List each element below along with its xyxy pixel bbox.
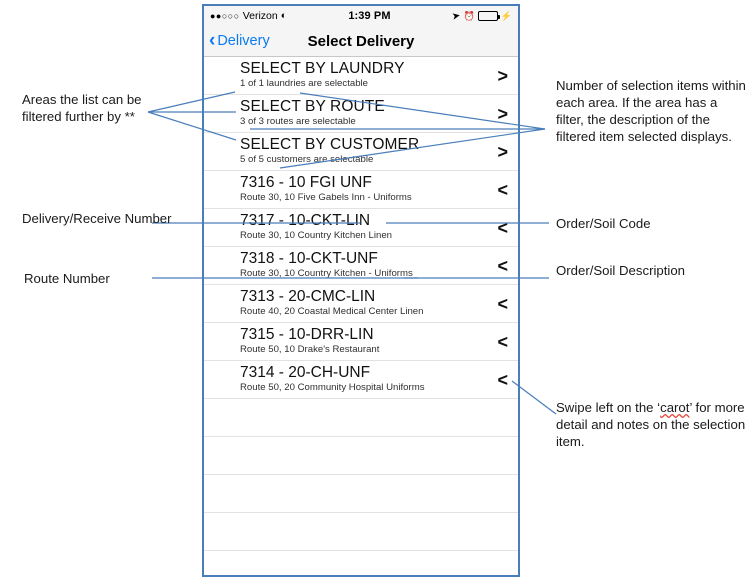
status-bar-clock: 1:39 PM <box>348 10 391 22</box>
chevron-left-icon[interactable]: < <box>497 217 508 238</box>
filter-section-title: SELECT BY CUSTOMER <box>240 136 420 154</box>
delivery-route-description: Route 50, 10 Drake's Restaurant <box>240 344 380 356</box>
annotation-filter-areas: Areas the list can be filtered further b… <box>22 92 146 124</box>
annotation-swipe-misspelled-word: carot <box>660 400 690 415</box>
empty-list-row <box>204 551 518 575</box>
delivery-number-title: 7315 - 10-DRR-LIN <box>240 326 374 344</box>
annotation-delivery-number: Delivery/Receive Number <box>22 211 172 226</box>
delivery-route-description: Route 50, 20 Community Hospital Uniforms <box>240 382 425 394</box>
empty-list-row <box>204 399 518 437</box>
back-button[interactable]: ‹ Delivery <box>204 29 270 51</box>
filter-section-count: 3 of 3 routes are selectable <box>240 116 356 128</box>
annotation-selection-count: Number of selection items within each ar… <box>556 78 750 144</box>
wifi-icon: ◐ <box>280 10 287 21</box>
chevron-right-icon[interactable]: > <box>497 141 508 162</box>
filter-section-title: SELECT BY LAUNDRY <box>240 60 405 78</box>
annotation-swipe-left: Swipe left on the ‘carot’ for more detai… <box>556 400 748 451</box>
annotation-order-code: Order/Soil Code <box>556 216 651 231</box>
empty-list-row <box>204 513 518 551</box>
carrier-label: Verizon <box>242 10 278 22</box>
delivery-number-title: 7313 - 20-CMC-LIN <box>240 288 376 306</box>
annotation-order-description: Order/Soil Description <box>556 263 685 278</box>
annotation-swipe-text-1: Swipe left on the ‘ <box>556 400 661 415</box>
chevron-left-icon[interactable]: < <box>497 293 508 314</box>
signal-strength-icon: ●●○○○ <box>210 11 240 21</box>
annotation-route-number: Route Number <box>24 271 110 286</box>
chevron-left-icon[interactable]: < <box>497 369 508 390</box>
navigation-bar: ‹ Delivery Select Delivery <box>204 26 518 57</box>
delivery-number-title: 7316 - 10 FGI UNF <box>240 174 372 192</box>
filter-section-count: 5 of 5 customers are selectable <box>240 154 374 166</box>
back-button-label: Delivery <box>217 33 270 49</box>
delivery-number-title: 7317 - 10-CKT-LIN <box>240 212 371 230</box>
delivery-route-description: Route 30, 10 Country Kitchen Linen <box>240 230 393 242</box>
chevron-left-icon[interactable]: < <box>497 255 508 276</box>
battery-icon <box>477 11 500 21</box>
annotation-swipe-text-2: ’ for more detail and notes on the selec… <box>556 400 749 449</box>
delivery-route-description: Route 30, 10 Five Gabels Inn - Uniforms <box>240 192 412 204</box>
chevron-left-icon[interactable]: < <box>497 179 508 200</box>
phone-screen-frame: ●●○○○ Verizon ◐ 1:39 PM ➤ ⏰ ⚡ ‹ Delivery… <box>202 4 520 577</box>
status-bar-right: ➤ ⏰ ⚡ <box>451 9 512 23</box>
delivery-number-title: 7314 - 20-CH-UNF <box>240 364 371 382</box>
chevron-left-icon: ‹ <box>209 29 216 51</box>
filter-section-title: SELECT BY ROUTE <box>240 98 385 116</box>
chevron-left-icon[interactable]: < <box>497 331 508 352</box>
status-bar: ●●○○○ Verizon ◐ 1:39 PM ➤ ⏰ ⚡ <box>204 6 518 26</box>
empty-list-row <box>204 475 518 513</box>
delivery-number-title: 7318 - 10-CKT-UNF <box>240 250 378 268</box>
location-arrow-icon: ➤ <box>451 9 462 23</box>
alarm-clock-icon: ⏰ <box>463 10 475 21</box>
chevron-right-icon[interactable]: > <box>497 65 508 86</box>
empty-list-row <box>204 437 518 475</box>
filter-section-count: 1 of 1 laundries are selectable <box>240 78 368 90</box>
lightning-bolt-icon: ⚡ <box>500 10 512 21</box>
status-bar-left: ●●○○○ Verizon ◐ <box>210 10 287 22</box>
chevron-right-icon[interactable]: > <box>497 103 508 124</box>
delivery-route-description: Route 40, 20 Coastal Medical Center Line… <box>240 306 424 318</box>
delivery-route-description: Route 30, 10 Country Kitchen - Uniforms <box>240 268 413 280</box>
